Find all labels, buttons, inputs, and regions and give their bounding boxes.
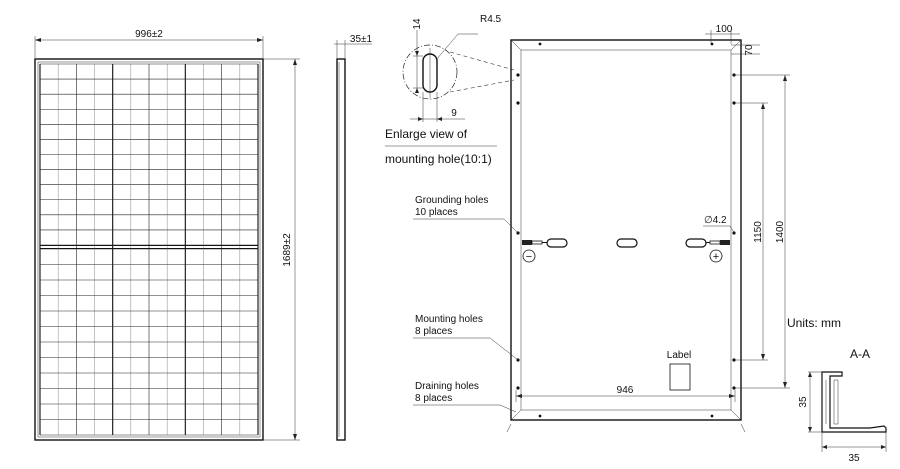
section-width: 35 — [848, 453, 860, 464]
back-dim-946: 946 — [617, 385, 634, 396]
detail-circle — [402, 44, 458, 100]
frame-hole-right-1 — [732, 73, 736, 77]
minus-symbol — [522, 249, 536, 263]
hole-diameter: ∅4.2 — [704, 215, 727, 226]
side-view: 35±1 — [334, 34, 373, 441]
draining-label-2: 8 places — [415, 393, 452, 404]
grounding-label-2: 10 places — [415, 207, 458, 218]
detail-dim-9: 9 — [451, 108, 457, 119]
frame-hole-left-1 — [516, 73, 520, 77]
positive-connector: + — [706, 240, 730, 263]
front-width-label: 996±2 — [135, 29, 163, 40]
frame-profile — [821, 371, 887, 433]
back-dim-70: 70 — [744, 44, 755, 56]
front-view: 996±2 1689±2 — [34, 29, 300, 441]
side-frame — [336, 58, 346, 441]
plus-symbol — [709, 249, 723, 263]
negative-connector: − — [522, 240, 547, 263]
frame-hole-right-3 — [732, 231, 736, 235]
cable-slot-left — [546, 238, 568, 248]
detail-radius: R4.5 — [480, 14, 502, 25]
section-height: 35 — [798, 396, 809, 408]
mounting-label-2: 8 places — [415, 326, 452, 337]
front-height-label: 1689±2 — [282, 233, 293, 267]
draining-label-1: Draining holes — [415, 381, 479, 392]
frame-hole-right-4 — [732, 358, 736, 362]
back-dim-1400: 1400 — [775, 220, 786, 243]
rail-hole-3 — [538, 414, 542, 418]
frame-holes — [516, 42, 736, 418]
grounding-label-1: Grounding holes — [415, 195, 488, 206]
section-aa: A-A 35 35 — [798, 347, 887, 464]
svg-text:+: + — [713, 251, 719, 263]
label-text: Label — [667, 350, 691, 361]
back-view: 100 70 − + ∅4.2 — [506, 24, 790, 433]
frame-hole-left-2 — [516, 101, 520, 105]
section-title: A-A — [850, 347, 870, 361]
frame-hole-left-5 — [516, 386, 520, 390]
svg-text:−: − — [526, 251, 532, 263]
mounting-label-1: Mounting holes — [415, 314, 483, 325]
units-label: Units: mm — [787, 316, 841, 330]
cable-slot-center — [616, 238, 638, 248]
label-box — [669, 363, 691, 391]
back-frame — [510, 39, 742, 421]
detail-view: 14 R4.5 9 Enlarge view of mounting hole(… — [385, 14, 515, 166]
cable-slot-right — [685, 238, 707, 248]
detail-dim-14: 14 — [412, 18, 423, 30]
panel-frame — [34, 58, 264, 441]
side-thickness-label: 35±1 — [350, 34, 373, 45]
back-dim-100: 100 — [716, 24, 733, 35]
frame-hole-right-5 — [732, 386, 736, 390]
detail-caption-2: mounting hole(10:1) — [385, 152, 492, 166]
rail-hole-1 — [538, 42, 542, 46]
rail-hole-2 — [710, 42, 714, 46]
detail-caption-1: Enlarge view of — [385, 127, 468, 141]
frame-hole-right-2 — [732, 101, 736, 105]
rail-hole-4 — [710, 414, 714, 418]
back-dim-1150: 1150 — [753, 221, 764, 243]
solar-cell-grid — [39, 63, 259, 436]
callouts: Grounding holes 10 places Mounting holes… — [413, 195, 520, 413]
